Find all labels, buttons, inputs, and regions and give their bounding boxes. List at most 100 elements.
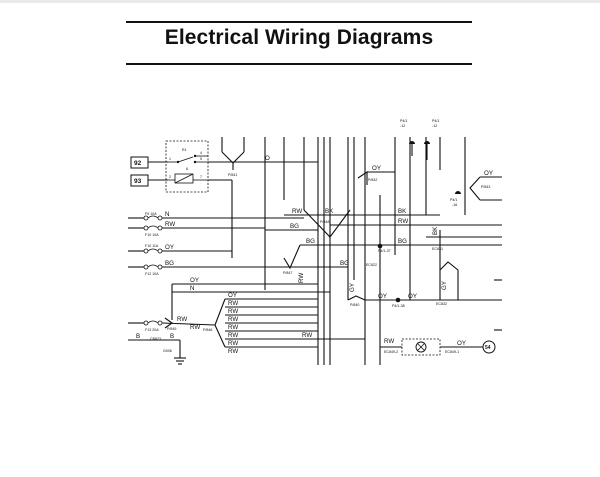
svg-text:BK: BK [398,208,407,215]
fuse-f10-11a: F10 11A OY [128,244,232,254]
svg-text:5: 5 [200,157,202,161]
svg-text:N: N [165,211,169,218]
svg-text:GY: GY [441,281,448,290]
harness-p846: OY RW RW RW RW RW RW RW P/846 [203,292,318,355]
svg-text:P4/1: P4/1 [450,198,457,202]
svg-text:F13 20A: F13 20A [145,328,159,332]
svg-text:-12: -12 [432,124,437,128]
svg-text:BG: BG [290,223,299,230]
svg-text:RW: RW [398,218,408,225]
connector-ec822: EC822 [366,263,377,267]
fuse-f13: F13 20A RW RW P/849 [128,316,216,332]
fuse-f9: F9 10A N [128,211,304,221]
connector-p41-top-b: P4/1 -12 [424,119,439,160]
svg-text:RW: RW [177,316,187,323]
svg-text:F10 11A: F10 11A [145,244,159,248]
svg-text:GY: GY [349,283,356,292]
svg-text:1: 1 [169,157,171,161]
svg-text:B: B [136,333,140,340]
svg-text:P/849: P/849 [167,327,176,331]
svg-text:P/847: P/847 [283,271,292,275]
connector-p4-1-37: P4/1-37 [377,243,391,253]
wire-label-o: O [265,155,270,162]
svg-text:4: 4 [200,151,202,155]
svg-text:F10 10A: F10 10A [145,233,159,237]
svg-text:N: N [190,285,194,292]
svg-text:RW: RW [228,324,238,331]
svg-text:RW: RW [228,340,238,347]
terminal-93: 93 [130,174,149,187]
page-title: Electrical Wiring Diagrams [164,26,434,49]
svg-text:-12: -12 [400,124,405,128]
fuse-f12: BG F12 10A [128,260,348,276]
fuse-f10: RW F10 10A [128,221,265,237]
svg-text:B: B [170,333,174,340]
svg-text:P4/1: P4/1 [400,119,407,123]
svg-text:RW: RW [298,273,305,283]
svg-text:OY: OY [228,292,237,299]
svg-text:BG: BG [340,260,349,267]
wire-b-ground: B B CB823 G006 [128,333,186,365]
svg-text:P/846: P/846 [203,328,212,332]
svg-text:OY: OY [378,293,387,300]
connector-p41-16: P4/1 -16 [450,191,461,207]
top-strip [0,0,600,3]
svg-text:OY: OY [165,244,174,251]
wire-rw-bk-cross: RW BK BK RW P/848 [284,208,502,238]
connector-p843: OY P/843 [469,170,502,201]
connector-p4-1-38: P4/1-38 [392,297,405,308]
svg-text:G006: G006 [163,349,172,353]
svg-text:BK: BK [325,208,334,215]
svg-text:OY: OY [372,165,381,172]
svg-text:F9 10A: F9 10A [145,212,157,216]
svg-text:RW: RW [165,221,175,228]
connector-ec831: EC831 [432,247,443,251]
title-rule-top [126,21,472,23]
svg-text:P/840: P/840 [350,303,359,307]
svg-text:BG: BG [398,238,407,245]
svg-text:P4/1-38: P4/1-38 [392,304,405,308]
relay-r1: R1 1 2 4 5 6 7 [165,140,209,193]
svg-text:P4/1: P4/1 [432,119,439,123]
svg-text:92: 92 [134,160,142,167]
svg-text:EC849-1: EC849-1 [445,350,459,354]
svg-text:RW: RW [302,332,312,339]
connector-p840: P/840 [347,295,366,307]
vertical-bus [221,137,466,365]
svg-text:OY: OY [457,340,466,347]
svg-text:P4/1-37: P4/1-37 [378,249,391,253]
svg-text:R1: R1 [182,148,187,152]
terminal-54: 54 [482,340,496,354]
svg-text:7: 7 [200,175,202,179]
svg-text:RW: RW [228,348,238,355]
connector-p841: P/841 [221,151,245,177]
svg-text:P/848: P/848 [320,220,329,224]
connector-p41-top-a: P4/1 -12 [400,119,415,156]
svg-text:P/841: P/841 [228,173,237,177]
svg-text:54: 54 [485,345,491,351]
svg-text:BK: BK [432,226,439,235]
connector-p842: P/842 [368,178,377,182]
svg-text:BG: BG [165,260,174,267]
svg-text:EC849-2: EC849-2 [384,350,398,354]
svg-text:RW: RW [228,316,238,323]
svg-text:OY: OY [484,170,493,177]
terminal-92: 92 [130,156,149,169]
svg-text:OY: OY [190,277,199,284]
svg-text:RW: RW [190,324,200,331]
svg-text:RW: RW [228,300,238,307]
svg-text:BG: BG [306,238,315,245]
title-rule-bottom [126,63,472,65]
svg-text:F12 10A: F12 10A [145,272,159,276]
svg-text:P/843: P/843 [481,185,490,189]
lamp-ec849: RW EC849-2 EC849-1 OY [380,338,484,356]
svg-text:CB823: CB823 [150,337,161,341]
svg-text:RW: RW [228,308,238,315]
svg-text:-16: -16 [452,203,457,207]
svg-text:6: 6 [186,167,188,171]
svg-text:RW: RW [384,338,394,345]
svg-text:93: 93 [134,178,142,185]
svg-text:RW: RW [228,332,238,339]
svg-text:RW: RW [292,208,302,215]
